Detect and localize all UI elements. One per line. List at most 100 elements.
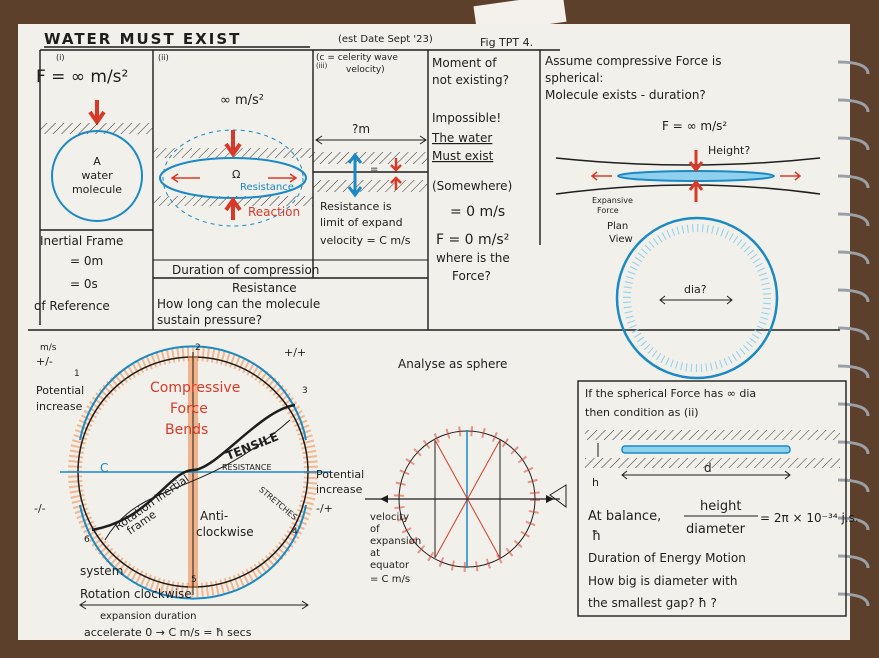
- axis-unit-1: m/s: [40, 343, 57, 353]
- point-2: 2: [195, 343, 201, 353]
- iv-line-4: The water: [431, 131, 492, 145]
- panel-grid: [28, 49, 840, 331]
- right-arrow-icon: [268, 173, 298, 183]
- br-question-2: the smallest gap? ħ ?: [588, 596, 717, 610]
- ratio-top: height: [700, 499, 741, 514]
- duration-label: Duration of compression: [172, 263, 319, 277]
- potential-right-1: Potential: [316, 468, 364, 481]
- d-label: d: [704, 461, 712, 475]
- frame-line-1: Inertial Frame: [40, 234, 123, 248]
- panel-iii-tag: (iii): [316, 62, 328, 70]
- water-molecule-circle: [51, 130, 143, 222]
- sphere-title: Analyse as sphere: [398, 357, 507, 371]
- reaction-arrow-icon: [224, 196, 242, 220]
- resistance-stretches-1: RESISTANCE: [222, 463, 272, 472]
- tensile-curve: [91, 403, 296, 532]
- expansion-label: expansion duration: [100, 611, 196, 622]
- span-arrow: [315, 135, 427, 145]
- iv-line-9: where is the: [436, 251, 510, 265]
- anticlockwise-2: clockwise: [196, 525, 254, 539]
- h-label: h: [592, 476, 599, 489]
- expansive-2: Force: [597, 206, 619, 215]
- v-intro-3: Molecule exists - duration?: [545, 88, 706, 102]
- v-intro-2: spherical:: [545, 71, 603, 85]
- plan-view-circle: [615, 216, 779, 380]
- celerity-line-1: (c = celerity wave: [316, 53, 398, 63]
- spiral-binding: [837, 60, 870, 607]
- est-date: (est Date Sept '23): [338, 34, 433, 45]
- panel-i-force: F = ∞ m/s²: [36, 67, 128, 87]
- upper-surface: [555, 157, 821, 166]
- figure-label: Fig TPT 4.: [480, 36, 533, 49]
- potential-right-2: increase: [316, 483, 363, 496]
- anticlockwise-1: Anti-: [200, 509, 228, 523]
- point-4: 4: [292, 527, 298, 537]
- br-hatch-bottom: [585, 458, 840, 468]
- compress-arrow-icon: [390, 158, 402, 190]
- quadrant-mm: -/-: [34, 502, 46, 515]
- dia-arrow: [659, 295, 733, 305]
- v-force: F = ∞ m/s²: [662, 119, 727, 133]
- down-arrow-icon: [88, 100, 106, 126]
- point-3: 3: [302, 386, 308, 396]
- hatched-band-iii-top: [313, 152, 428, 164]
- hbar-label: ħ: [592, 529, 601, 544]
- potential-left-2: increase: [36, 400, 83, 413]
- quadrant-pp: +/+: [284, 346, 306, 359]
- point-1: 1: [74, 369, 80, 379]
- compression-arrows-v: [688, 150, 704, 202]
- thin-disc: [621, 445, 791, 454]
- balance-label: At balance,: [588, 509, 661, 524]
- frame-line-3: = 0s: [70, 277, 98, 291]
- plan-label-2: View: [609, 234, 633, 245]
- compressive-1: Compressive: [150, 380, 240, 396]
- resistance-text-3: velocity = C m/s: [320, 234, 411, 247]
- iv-line-6: (Somewhere): [432, 179, 512, 193]
- height-label: Height?: [708, 144, 750, 157]
- velocity-6: = C m/s: [370, 574, 410, 585]
- paper-sheet: [18, 24, 850, 640]
- iv-line-7: = 0 m/s: [450, 204, 505, 220]
- panel-ii-tag: (ii): [158, 53, 169, 62]
- br-intro-1: If the spherical Force has ∞ dia: [585, 387, 756, 400]
- velocity-4: at: [370, 548, 380, 559]
- velocity-1: velocity: [370, 512, 409, 523]
- iv-line-5: Must exist: [432, 149, 494, 163]
- plan-view-shading: [623, 224, 771, 372]
- axis-unit-2: +/-: [36, 355, 53, 368]
- frame-line-2: = 0m: [70, 254, 103, 268]
- expansion-arrow-icon: [347, 152, 363, 198]
- rotation-curve: [104, 419, 291, 541]
- molecule-label-3: molecule: [72, 183, 122, 196]
- reaction-label: Reaction: [248, 205, 300, 219]
- expansion-arrow: [79, 600, 309, 610]
- expansive-1: Expansive: [592, 196, 633, 205]
- molecule-label-2: water: [81, 169, 113, 182]
- compression-arrow-icon: [224, 130, 242, 158]
- ratio-value: = 2π × 10⁻³⁴ j.s.: [760, 511, 859, 525]
- quadrant-mp: -/+: [316, 502, 333, 515]
- hatched-band-iii-bottom: [313, 180, 428, 192]
- celerity-line-2: velocity): [346, 65, 385, 75]
- d-arrow: [621, 470, 791, 480]
- question-line-2: sustain pressure?: [157, 313, 262, 327]
- dia-label: dia?: [684, 283, 707, 296]
- accelerate-label: accelerate 0 → C m/s = ħ secs: [84, 626, 252, 639]
- br-intro-2: then condition as (ii): [585, 406, 699, 419]
- panel-ii-accel: ∞ m/s²: [220, 93, 264, 108]
- span-label: ?m: [352, 122, 370, 136]
- question-line-1: How long can the molecule: [157, 297, 320, 311]
- resistance-label: Resistance: [240, 182, 294, 193]
- iv-line-10: Force?: [452, 269, 491, 283]
- iv-line-2: not existing?: [432, 73, 509, 87]
- potential-left-1: Potential: [36, 384, 84, 397]
- duration-arrow: [152, 250, 429, 268]
- lower-surface: [555, 184, 821, 195]
- expansion-arrows-v: [590, 171, 802, 181]
- iv-line-8: F = 0 m/s²: [436, 232, 509, 248]
- frame-line-4: of Reference: [34, 299, 110, 313]
- left-arrow-icon: [170, 173, 200, 183]
- blue-arc-upper: [79, 345, 307, 441]
